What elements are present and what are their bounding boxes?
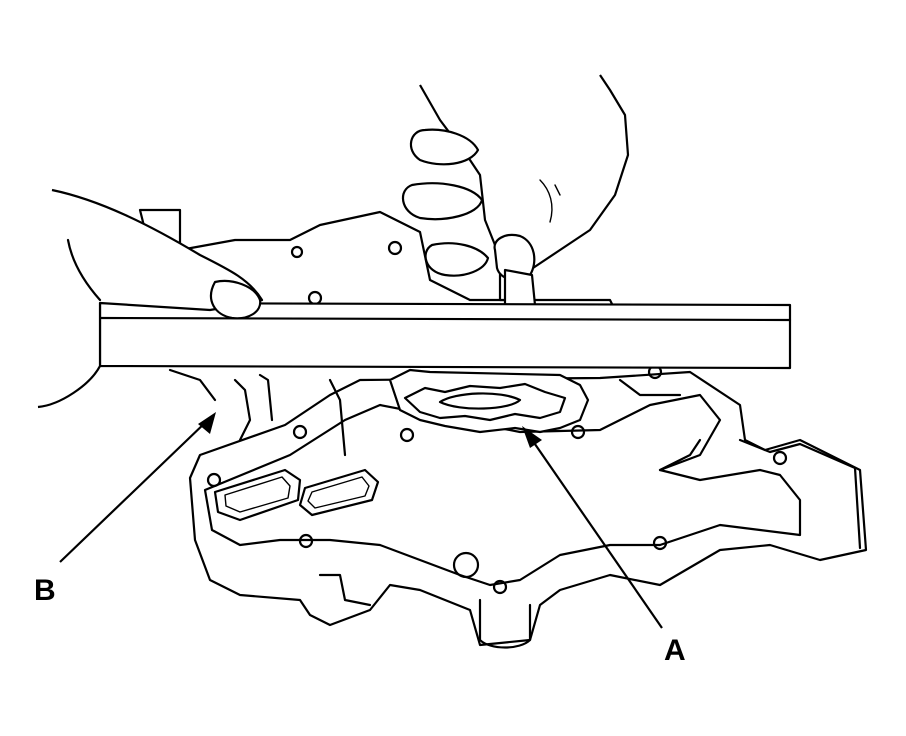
callout-label-a: A xyxy=(664,634,686,667)
straightedge xyxy=(98,301,792,370)
left-hand xyxy=(37,188,264,409)
callout-a-leader xyxy=(522,426,663,629)
pump-housing xyxy=(138,208,868,649)
callout-label-b: B xyxy=(34,574,56,607)
right-hand xyxy=(402,74,630,307)
callout-b-leader xyxy=(59,412,216,563)
